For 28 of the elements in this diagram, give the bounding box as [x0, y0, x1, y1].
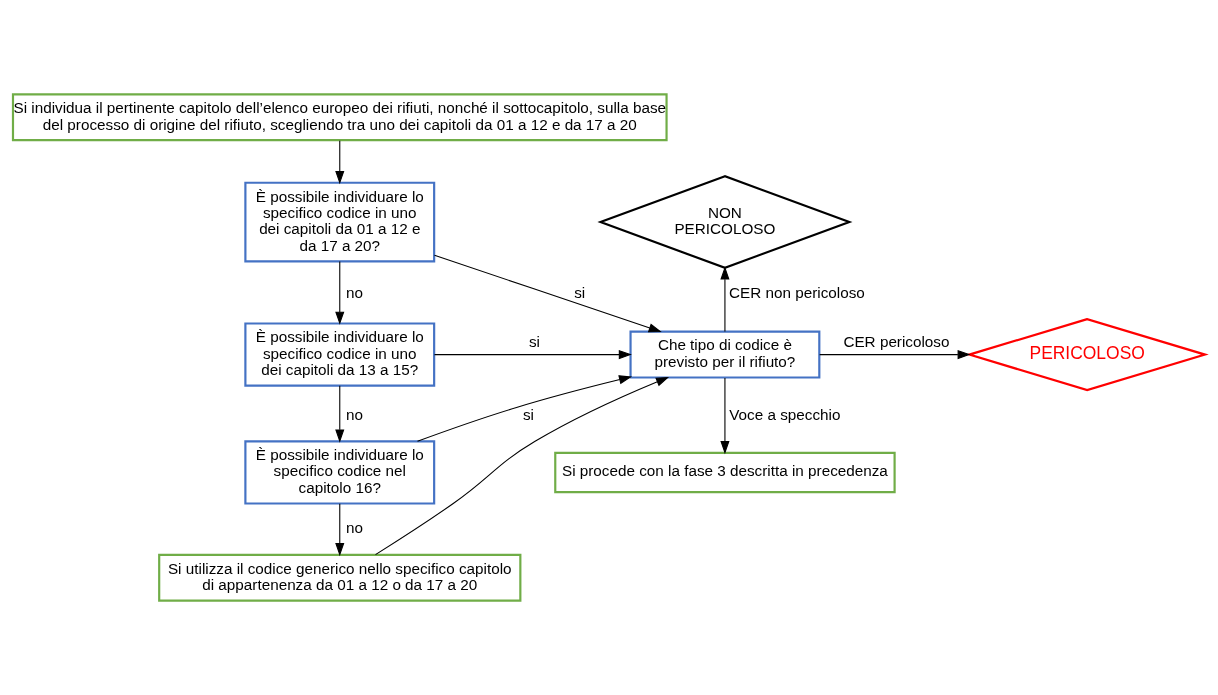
arrow [335, 261, 345, 325]
node-box: Si utilizza il codice generico nello specifico capitolo di appartenenza da 01 a 12 o da 17 a 20 [158, 553, 522, 602]
node-box: Si individua il pertinente capitolo dell’elenco europeo dei rifiuti, nonché il sottocapitolo, sulla base del processo di origine del rifiuto, scegliendo tra uno dei capitoli da 01 a 12 e da 17 a 20 [11, 93, 668, 142]
arrow [374, 376, 670, 556]
edge-label: no [345, 283, 363, 301]
node-box: Che tipo di codice è previsto per il rifiuto? [629, 330, 821, 379]
arrow [335, 385, 345, 443]
edge-label: CER pericoloso [843, 333, 950, 351]
node-box: Si procede con la fase 3 descritta in precedenza [554, 451, 896, 494]
arrow [819, 350, 971, 360]
edge-label: si [522, 405, 534, 423]
edge-label: si [528, 333, 540, 351]
node-diamond: NON PERICOLOSO [597, 175, 853, 269]
edge-label: no [345, 519, 363, 537]
arrow [335, 503, 345, 557]
node-box: È possibile individuare lo specifico codice in uno dei capitoli da 01 a 12 e da 17 a 20? [244, 181, 436, 263]
arrow [720, 377, 730, 455]
edge-label: Voce a specchio [729, 405, 841, 423]
arrow [416, 375, 633, 442]
arrow [335, 140, 345, 185]
node-box: È possibile individuare lo specifico codice nel capitolo 16? [244, 440, 436, 505]
node-box: È possibile individuare lo specifico codice in uno dei capitoli da 13 a 15? [244, 322, 436, 387]
arrow [433, 350, 632, 360]
arrow [433, 254, 662, 333]
edge-label: si [574, 283, 586, 301]
edge-label: CER non pericoloso [728, 283, 865, 301]
edge-label: no [345, 405, 363, 423]
arrow [720, 266, 730, 333]
